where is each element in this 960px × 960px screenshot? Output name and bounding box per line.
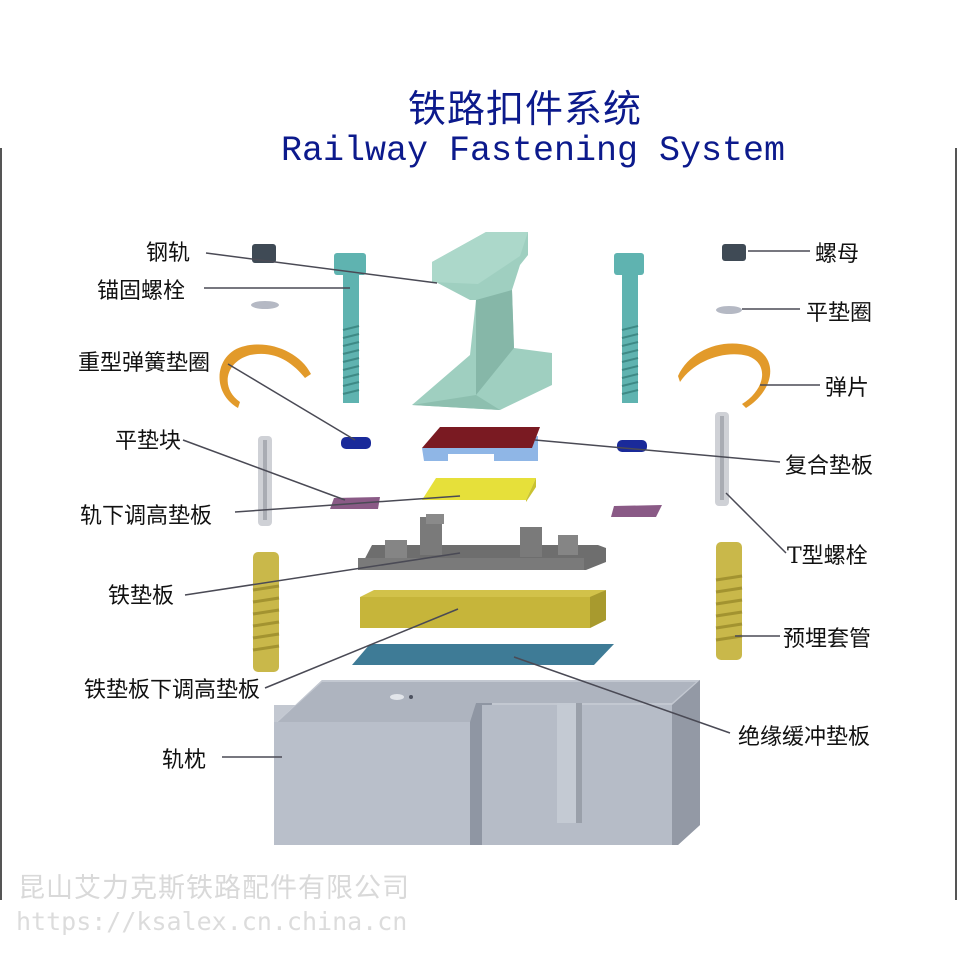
title-chinese: 铁路扣件系统	[407, 87, 642, 131]
anchor-bolt-right	[614, 253, 644, 403]
elastic-clip-left	[219, 344, 311, 408]
under-rail-height-pad-part	[422, 478, 536, 502]
t-bolt-left	[258, 436, 272, 526]
label-elastic-clip: 弹片	[825, 376, 869, 401]
watermark-url: https://ksalex.cn.china.cn	[16, 907, 408, 936]
embedded-sleeve-left	[252, 552, 280, 672]
label-iron-base-plate: 铁垫板	[108, 584, 174, 609]
leader-insulating-buffer-pad	[513, 656, 731, 734]
label-composite-pad: 复合垫板	[785, 454, 873, 479]
nut-left	[252, 244, 276, 263]
leader-t-bolt	[725, 492, 787, 554]
anchor-bolt-left	[334, 253, 366, 403]
flat-shim-block-right	[611, 505, 662, 517]
iron-base-plate-part	[358, 514, 606, 570]
insulating-buffer-pad	[352, 644, 614, 665]
leader-under-baseplate-height-pad	[264, 608, 459, 689]
label-under-rail-height-pad: 轨下调高垫板	[80, 504, 212, 529]
flat-washer-left	[251, 301, 279, 309]
leader-rail	[205, 252, 438, 284]
label-heavy-spring-washer: 重型弹簧垫圈	[78, 351, 210, 376]
rail-part	[412, 232, 552, 410]
spring-washer-left	[341, 437, 371, 449]
nut-right	[722, 244, 746, 261]
composite-pad-part	[422, 427, 540, 462]
label-t-bolt: T型螺栓	[787, 544, 868, 569]
leader-iron-base-plate	[184, 552, 461, 596]
embedded-sleeve-right	[715, 542, 743, 660]
label-insulating-buffer-pad: 绝缘缓冲垫板	[738, 725, 870, 750]
label-anchor-bolt: 锚固螺栓	[97, 279, 185, 304]
sleeper	[274, 680, 700, 845]
label-embedded-sleeve: 预埋套管	[783, 627, 871, 652]
label-sleeper: 轨枕	[162, 748, 206, 773]
under-baseplate-height-pad-part	[360, 590, 606, 628]
label-flat-washer: 平垫圈	[806, 301, 872, 326]
watermark-company: 昆山艾力克斯铁路配件有限公司	[18, 873, 410, 904]
label-flat-shim-block: 平垫块	[115, 429, 181, 454]
leader-lines	[182, 250, 820, 758]
leader-composite-pad	[534, 439, 781, 463]
leader-flat-shim-block	[182, 439, 346, 501]
t-bolt-right	[715, 412, 729, 506]
elastic-clip-right	[678, 343, 771, 408]
leader-under-rail-height-pad	[234, 495, 461, 513]
title-english: Railway Fastening System	[280, 131, 786, 171]
flat-washer-right	[716, 306, 742, 314]
label-under-baseplate-height-pad: 铁垫板下调高垫板	[84, 678, 260, 703]
leader-heavy-spring-washer	[227, 363, 356, 441]
label-rail: 钢轨	[146, 241, 190, 266]
image-frame	[0, 148, 957, 900]
label-nut: 螺母	[815, 242, 859, 267]
